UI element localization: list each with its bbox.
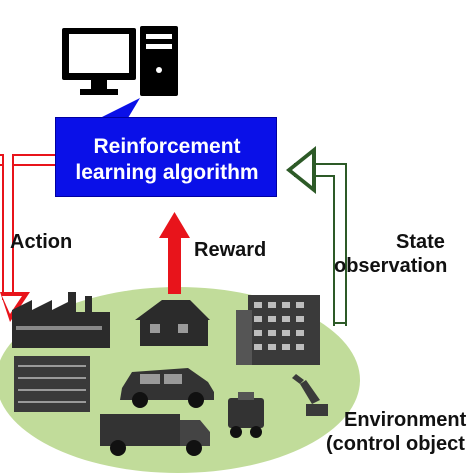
action-label: Action — [10, 231, 73, 253]
algorithm-box — [55, 117, 277, 197]
office-building-icon — [14, 356, 90, 412]
apartment-building-icon — [236, 295, 320, 365]
algorithm-label: Reinforcement learning algorithm — [62, 134, 272, 186]
action-arrow — [0, 154, 56, 322]
computer-tower-icon — [140, 26, 178, 96]
computer-monitor-icon — [62, 28, 136, 95]
algorithm-label-line1: Reinforcement — [93, 135, 241, 158]
reward-label: Reward — [194, 239, 267, 261]
environment-label: Environment — [344, 409, 467, 431]
house-icon — [135, 300, 210, 346]
suv-car-icon — [120, 368, 214, 408]
robot-arm-icon — [292, 374, 328, 416]
factory-icon — [12, 292, 110, 348]
speech-bubble-tail — [100, 98, 140, 118]
control-object-label: (control object — [326, 433, 465, 455]
robot-cart-icon — [228, 392, 264, 438]
reward-arrow — [159, 212, 190, 294]
algorithm-label-line2: learning algorithm — [75, 161, 259, 184]
state-observation-arrow — [286, 146, 347, 326]
state-label: State — [396, 231, 445, 253]
observation-label: observation — [334, 255, 448, 277]
truck-icon — [100, 414, 210, 456]
